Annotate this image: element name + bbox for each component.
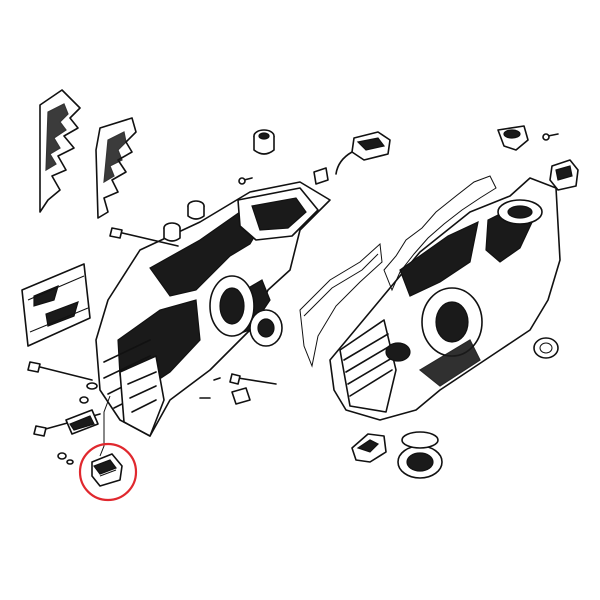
- small-washers: [57, 382, 98, 465]
- switch-block: [549, 159, 579, 191]
- seal-ring: [533, 337, 559, 359]
- crankcase-right-half: [329, 177, 561, 421]
- small-pin: [238, 177, 253, 185]
- chain-catcher-part: [91, 453, 123, 487]
- ignition-module: [335, 131, 391, 175]
- bolt-left: [27, 361, 93, 381]
- crankcase-left-half: [95, 181, 331, 437]
- crankshaft-bearing: [249, 309, 283, 347]
- bumper-spike-plate-inner: [95, 117, 137, 219]
- rubber-grommet: [253, 129, 275, 155]
- screw-top: [313, 167, 329, 185]
- fuel-cap-bottom: [351, 433, 387, 463]
- crankcase-gasket: [299, 242, 383, 368]
- mount-bushing: [163, 200, 205, 242]
- leader-line: [99, 395, 111, 457]
- highlight-circle: [78, 442, 138, 502]
- bumper-spike-plate-outer: [39, 89, 81, 213]
- side-cover-plate: [21, 263, 91, 347]
- fuel-cap-top: [497, 125, 529, 151]
- chain-tensioner-screw: [199, 373, 277, 405]
- side-gasket: [383, 175, 497, 292]
- screw-top-right: [542, 133, 559, 141]
- long-bolt: [109, 227, 179, 247]
- oil-cap: [397, 431, 443, 479]
- chain-guide-block: [65, 409, 99, 435]
